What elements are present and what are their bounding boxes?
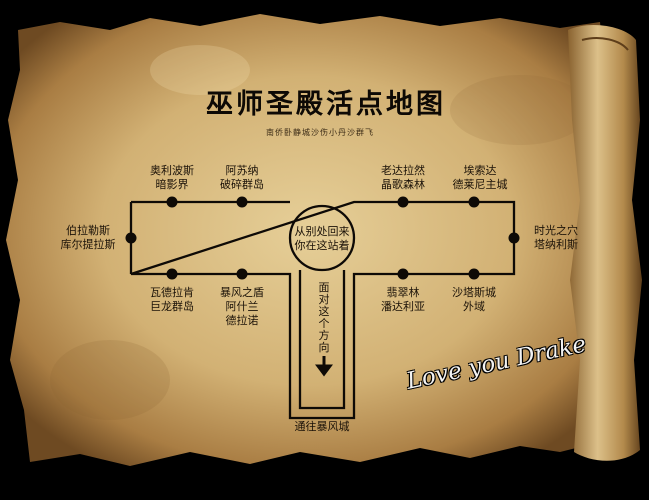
location-region: 破碎群岛 xyxy=(220,178,264,191)
station-dot-shattrath xyxy=(468,268,480,280)
location-region: 晶歌森林 xyxy=(381,178,425,191)
location-region: 塔纳利斯 xyxy=(534,238,578,251)
location-dazaralor[interactable]: 瓦德拉肯 巨龙群岛 xyxy=(150,286,194,314)
stain xyxy=(150,45,250,95)
location-region: 德莱尼主城 xyxy=(452,178,508,191)
location-stormwind[interactable]: 通往暴风城 xyxy=(295,420,350,434)
location-name: 暴风之盾 xyxy=(220,286,264,299)
station-dots xyxy=(125,196,520,280)
location-name: 瓦德拉肯 xyxy=(150,286,194,299)
location-emerald[interactable]: 翡翠林 潘达利亚 xyxy=(381,286,425,314)
station-dot-boralus xyxy=(125,232,137,244)
station-dot-exodar xyxy=(468,196,480,208)
location-old-hillsbrad[interactable]: 老达拉然 晶歌森林 xyxy=(381,164,425,192)
scroll-roll xyxy=(568,25,642,461)
roll-curl xyxy=(581,37,629,51)
center-note: 从别处回来 你在这站着 xyxy=(295,225,350,253)
location-region: 巨龙群岛 xyxy=(150,300,194,313)
location-azuna[interactable]: 阿苏纳 破碎群岛 xyxy=(220,164,264,192)
location-caverns-of-time[interactable]: 时光之穴 塔纳利斯 xyxy=(534,224,578,252)
location-name: 沙塔斯城 xyxy=(452,286,496,299)
location-name: 通往暴风城 xyxy=(294,420,350,433)
station-dot-caverns xyxy=(508,232,520,244)
location-name: 老达拉然 xyxy=(381,164,425,177)
location-boralus[interactable]: 伯拉勒斯 库尔提拉斯 xyxy=(61,224,116,252)
station-dot-auberdine xyxy=(166,196,178,208)
location-name: 翡翠林 xyxy=(386,286,420,299)
location-shattrath[interactable]: 沙塔斯城 外域 xyxy=(452,286,496,314)
location-region: 库尔提拉斯 xyxy=(60,238,116,251)
direction-arrow-icon xyxy=(315,356,333,377)
center-note-line: 你在这站着 xyxy=(294,239,350,252)
center-note-line: 从别处回来 xyxy=(294,225,350,238)
location-region: 阿什兰 xyxy=(225,300,259,313)
location-stormshield[interactable]: 暴风之盾 阿什兰 德拉诺 xyxy=(220,286,264,328)
station-dot-emerald xyxy=(397,268,409,280)
location-name: 奥利波斯 xyxy=(150,164,194,177)
map-subtitle: 南侨卧静城沙伤小丹沙群飞 xyxy=(266,128,374,137)
location-region: 暗影界 xyxy=(155,178,189,191)
location-name: 伯拉勒斯 xyxy=(66,224,110,237)
location-region: 外域 xyxy=(463,300,485,313)
location-name: 时光之穴 xyxy=(534,224,578,237)
location-auberdine[interactable]: 奥利波斯 暗影界 xyxy=(150,164,194,192)
location-exodar[interactable]: 埃索达 德莱尼主城 xyxy=(453,164,508,192)
location-region: 德拉诺 xyxy=(225,314,259,327)
route-lines xyxy=(129,200,516,420)
stain xyxy=(450,75,590,145)
map-title: 巫师圣殿活点地图 xyxy=(206,89,446,120)
station-dot-stormshield xyxy=(236,268,248,280)
location-name: 埃索达 xyxy=(463,164,497,177)
station-dot-dazaralor xyxy=(166,268,178,280)
stain xyxy=(50,340,170,420)
station-dot-azuna xyxy=(236,196,248,208)
location-name: 阿苏纳 xyxy=(225,164,259,177)
parchment-sheet xyxy=(6,14,610,466)
location-region: 潘达利亚 xyxy=(381,300,425,313)
direction-text: 面对这个方向 xyxy=(318,281,330,354)
station-dot-old-hillsbrad xyxy=(397,196,409,208)
